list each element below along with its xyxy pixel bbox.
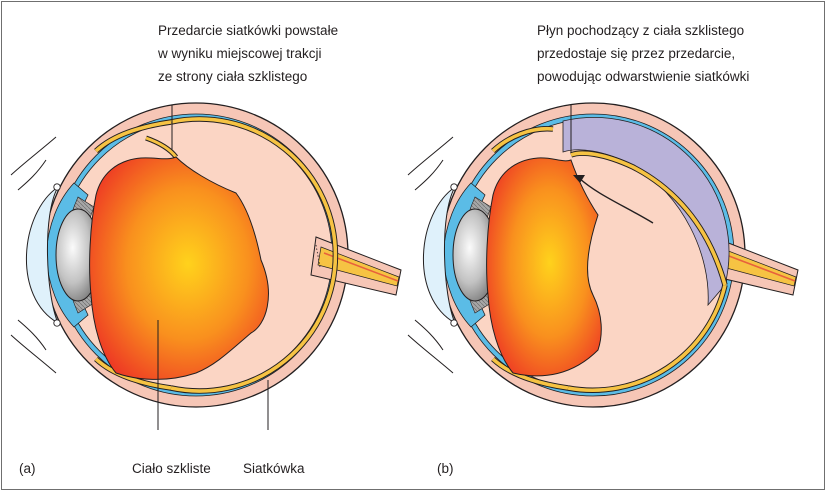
label-vitreous: Ciało szkliste bbox=[132, 461, 211, 476]
eye-b bbox=[408, 103, 798, 407]
annotation-b-line-3: powodując odwarstwienie siatkówki bbox=[537, 69, 749, 84]
annotation-a-line-2: w wyniku miejscowej trakcji bbox=[157, 46, 322, 61]
vitreous-b bbox=[487, 158, 602, 376]
panel-b-tag: (b) bbox=[437, 461, 454, 476]
annotation-b-line-1: Płyn pochodzący z ciała szklistego bbox=[537, 23, 744, 38]
eye-a bbox=[11, 103, 401, 407]
annotation-a-line-1: Przedarcie siatkówki powstałe bbox=[158, 23, 338, 38]
panel-a-tag: (a) bbox=[19, 461, 36, 476]
annotation-a-line-3: ze strony ciała szklistego bbox=[158, 69, 307, 84]
annotation-b-line-2: przedostaje się przez przedarcie, bbox=[537, 46, 735, 61]
label-retina: Siatkówka bbox=[243, 461, 305, 476]
